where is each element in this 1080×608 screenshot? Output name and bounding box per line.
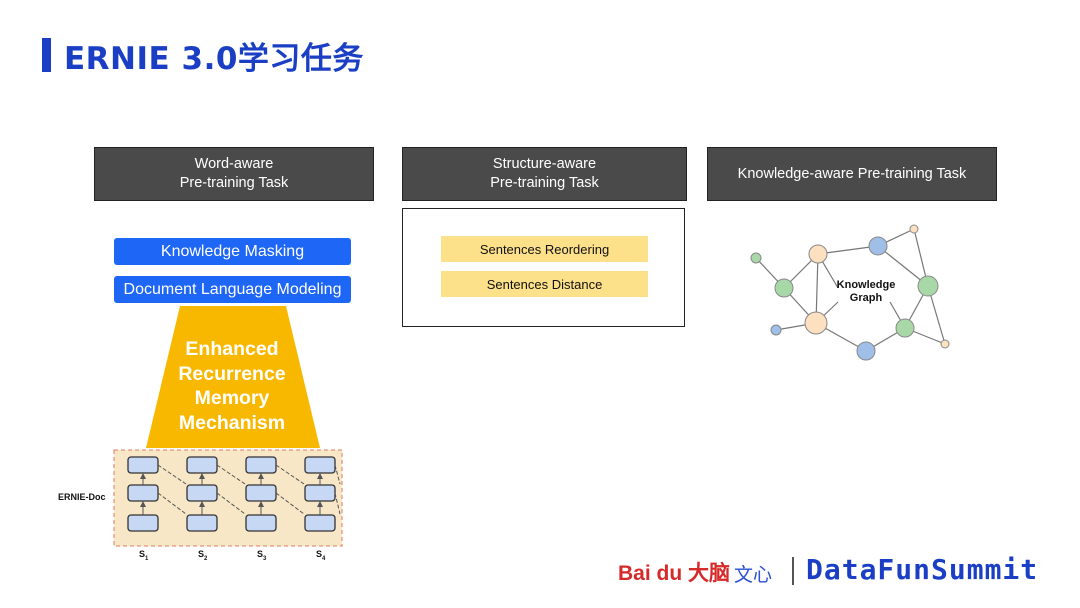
segment-label-2: S2 (198, 549, 207, 562)
structure-aware-header: Structure-aware Pre-training Task (402, 147, 687, 201)
word-aware-header: Word-aware Pre-training Task (94, 147, 374, 201)
page-title: ERNIE 3.0学习任务 (64, 41, 364, 77)
doc-cell (304, 514, 336, 532)
segment-3-subscript: 3 (263, 555, 267, 562)
doc-cell (127, 456, 159, 474)
ernie-doc-diagram (113, 449, 343, 547)
segment-label-4: S4 (316, 549, 325, 562)
title-accent-bar (42, 38, 51, 72)
task-knowledge-masking: Knowledge Masking (114, 238, 351, 265)
doc-cell (304, 484, 336, 502)
segment-label-3: S3 (257, 549, 266, 562)
segment-3-letter: S (257, 549, 264, 559)
footer-divider (792, 557, 794, 585)
word-aware-header-line1: Word-aware (194, 156, 274, 172)
segment-1-letter: S (139, 549, 146, 559)
segment-4-subscript: 4 (322, 555, 326, 562)
knowledge-graph-diagram (750, 224, 950, 361)
doc-cell (304, 456, 336, 474)
doc-cell-grid (127, 456, 341, 532)
doc-cell (127, 514, 159, 532)
mechanism-line4: Mechanism (178, 411, 286, 434)
knowledge-graph-label-line1: Knowledge (836, 279, 896, 291)
segment-2-letter: S (198, 549, 205, 559)
structure-aware-header-line1: Structure-aware (492, 156, 597, 172)
doc-cell (245, 456, 277, 474)
mechanism-line3: Memory (194, 387, 270, 409)
knowledge-aware-header-text: Knowledge-aware Pre-training Task (737, 165, 967, 182)
task-document-language-modeling: Document Language Modeling (114, 276, 351, 303)
knowledge-graph-label-line2: Graph (849, 292, 883, 304)
segment-1-subscript: 1 (145, 555, 149, 562)
wenxin-logo: 文心 (734, 565, 773, 586)
mechanism-line1: Enhanced (185, 338, 279, 360)
doc-cell (245, 484, 277, 502)
segment-2-subscript: 2 (204, 555, 208, 562)
task-sentences-distance: Sentences Distance (441, 271, 648, 297)
knowledge-aware-header: Knowledge-aware Pre-training Task (707, 147, 997, 201)
doc-cell (245, 514, 277, 532)
structure-aware-header-line2: Pre-training Task (490, 175, 599, 191)
datafun-summit-logo: DataFunSummit (806, 553, 1039, 586)
doc-cell (186, 484, 218, 502)
baidu-brain-logo: Bai du 大脑 (618, 562, 731, 585)
segment-4-letter: S (316, 549, 323, 559)
doc-cell (127, 484, 159, 502)
segment-label-1: S1 (139, 549, 148, 562)
ernie-doc-label: ERNIE-Doc (58, 492, 106, 502)
mechanism-trapezoid (146, 306, 320, 448)
mechanism-line2: Recurrence (178, 362, 286, 385)
doc-cell (186, 456, 218, 474)
task-sentences-reordering: Sentences Reordering (441, 236, 648, 262)
structure-task-panel (402, 208, 685, 327)
doc-recurrence-arrow (334, 492, 341, 515)
doc-cell (186, 514, 218, 532)
knowledge-graph-label: Knowledge Graph (826, 279, 906, 305)
doc-recurrence-arrow (334, 464, 341, 485)
mechanism-text: Enhanced Recurrence Memory Mechanism (146, 337, 318, 435)
word-aware-header-line2: Pre-training Task (179, 175, 289, 191)
